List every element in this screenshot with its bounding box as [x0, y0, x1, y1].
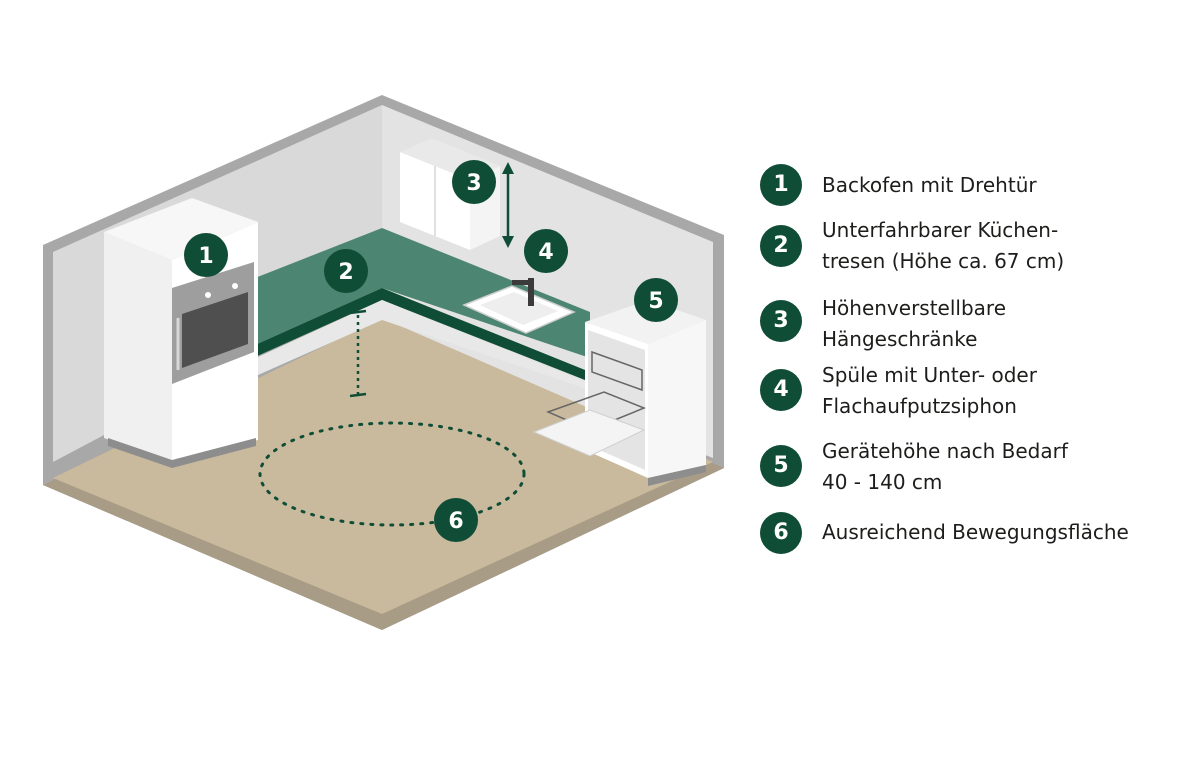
height-arrow-head-up [502, 162, 514, 174]
svg-text:1: 1 [198, 244, 213, 269]
height-arrow-head-down [502, 236, 514, 248]
number-badge-icon: 1 [760, 164, 802, 206]
oven-cabinet-side [104, 232, 172, 462]
diagram-marker-3: 3 [452, 160, 496, 204]
dishwasher-side [648, 320, 706, 478]
number-badge-icon: 2 [760, 225, 802, 267]
number-badge-icon: 6 [760, 512, 802, 554]
knee-space [258, 300, 590, 390]
oven-knob-1 [205, 292, 211, 298]
legend-label-line: tresen (Höhe ca. 67 cm) [822, 249, 1065, 273]
dishwasher-door [532, 409, 646, 457]
countertop-left [255, 288, 382, 357]
sink-basin [480, 292, 558, 325]
counter-height-tick-top [349, 309, 367, 315]
dishwasher-base [648, 465, 706, 486]
number-badge-icon: 4 [760, 369, 802, 411]
svg-text:5: 5 [648, 289, 663, 314]
legend-label-line: Höhenverstellbare [822, 296, 1007, 320]
legend-label: Spüle mit Unter- oder Flachaufputzsiphon [822, 360, 1037, 422]
movement-area [258, 421, 526, 527]
legend-label: Backofen mit Drehtür [822, 170, 1037, 201]
legend-label: Unterfahrbarer Küchen- tresen (Höhe ca. … [822, 215, 1064, 277]
kitchen-illustration: 1 2 3 4 5 6 [43, 95, 724, 630]
floor [53, 318, 713, 614]
faucet-spout [512, 280, 534, 285]
legend-label-line: Unterfahrbarer Küchen- [822, 218, 1059, 242]
legend-label: Ausreichend Bewegungsfläche [822, 517, 1129, 548]
oven-cabinet-top [104, 198, 258, 260]
legend-item-4: 4 Spüle mit Unter- oder Flachaufputzsiph… [760, 363, 1190, 429]
legend-label: Gerätehöhe nach Bedarf 40 - 140 cm [822, 436, 1068, 498]
legend-label: Höhenverstellbare Hängeschränke [822, 293, 1006, 355]
legend-label-line: Ausreichend Bewegungsfläche [822, 520, 1129, 544]
legend-item-5: 5 Gerätehöhe nach Bedarf 40 - 140 cm [760, 439, 1190, 505]
legend-item-2: 2 Unterfahrbarer Küchen- tresen (Höhe ca… [760, 218, 1190, 285]
legend-label-line: Flachaufputzsiphon [822, 394, 1017, 418]
diagram-marker-6: 6 [434, 498, 478, 542]
oven-window [182, 292, 248, 368]
countertop-right [382, 288, 590, 382]
svg-text:3: 3 [466, 171, 481, 196]
oven-cabinet-base [108, 438, 256, 468]
number-badge-icon: 5 [760, 445, 802, 487]
legend-label-line: Backofen mit Drehtür [822, 173, 1037, 197]
legend-item-3: 3 Höhenverstellbare Hängeschränke [760, 296, 1190, 360]
number-badge-icon: 3 [760, 300, 802, 342]
svg-text:6: 6 [448, 509, 463, 534]
counter-height-tick-bottom [349, 392, 367, 398]
legend-label-line: Hängeschränke [822, 327, 978, 351]
diagram-marker-2: 2 [324, 249, 368, 293]
svg-text:2: 2 [338, 260, 353, 285]
legend-label-line: Spüle mit Unter- oder [822, 363, 1037, 387]
oven-knob-2 [232, 283, 238, 289]
svg-text:4: 4 [538, 240, 553, 265]
diagram-marker-1: 1 [184, 233, 228, 277]
diagram-marker-4: 4 [524, 229, 568, 273]
dishwasher-top [585, 300, 706, 344]
legend-label-line: Gerätehöhe nach Bedarf [822, 439, 1068, 463]
legend-item-6: 6 Ausreichend Bewegungsfläche [760, 512, 1190, 572]
dishwasher-rack-upper [591, 350, 643, 392]
legend-label-line: 40 - 140 cm [822, 470, 943, 494]
faucet [528, 278, 534, 306]
legend-item-1: 1 Backofen mit Drehtür [760, 164, 1190, 224]
diagram-marker-5: 5 [634, 278, 678, 322]
